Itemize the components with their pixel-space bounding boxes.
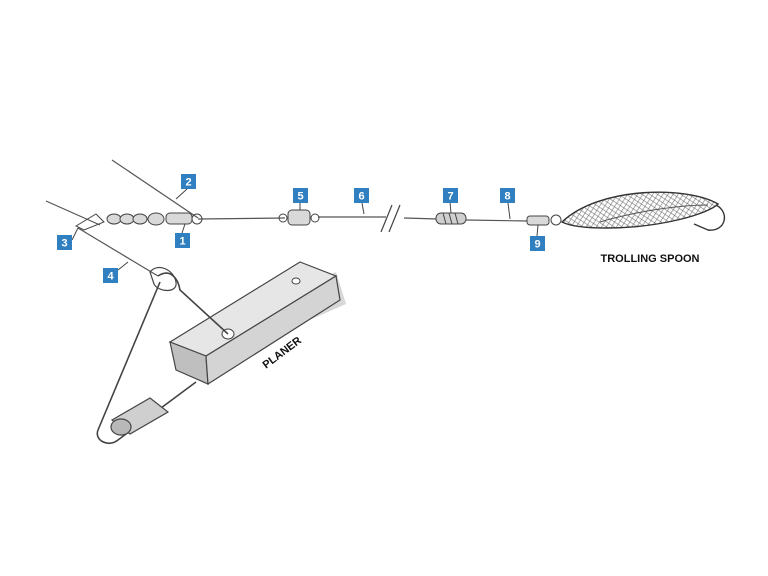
planer-weight [110, 397, 170, 436]
svg-text:3: 3 [61, 238, 67, 250]
crimp-sleeve [526, 214, 562, 226]
svg-text:5: 5 [297, 191, 303, 203]
svg-text:7: 7 [447, 191, 453, 203]
callout-5: 5 [293, 188, 308, 203]
callout-leaders [71, 188, 539, 271]
callout-3: 3 [57, 235, 72, 250]
callout-1: 1 [175, 233, 190, 248]
callout-7: 7 [443, 188, 458, 203]
upper-line [111, 159, 199, 219]
svg-text:8: 8 [504, 191, 510, 203]
svg-text:2: 2 [185, 177, 191, 189]
planer [96, 261, 346, 445]
hook-icon [693, 204, 726, 231]
svg-text:1: 1 [179, 236, 185, 248]
line-segment-c [403, 217, 439, 220]
callout-6: 6 [354, 188, 369, 203]
svg-text:6: 6 [358, 191, 364, 203]
snap-swivel-assembly [74, 212, 203, 231]
svg-text:4: 4 [107, 271, 114, 283]
planer-side-face [205, 275, 341, 386]
barrel-swivel [278, 209, 320, 226]
leader-line [465, 219, 529, 222]
line-knot [435, 212, 467, 225]
trolling-spoon-label: TROLLING SPOON [601, 253, 700, 265]
callout-badges: 1 2 3 4 5 6 7 8 9 [57, 174, 545, 283]
line-break-mark [380, 204, 401, 233]
callout-9: 9 [530, 236, 545, 251]
planer-hole [291, 277, 301, 285]
main-line [45, 159, 529, 277]
svg-text:9: 9 [534, 239, 540, 251]
callout-4: 4 [103, 268, 118, 283]
callout-8: 8 [500, 188, 515, 203]
line-segment-a [197, 217, 286, 220]
left-line [45, 200, 101, 226]
planer-attachment-ring [149, 267, 177, 292]
trolling-spoon [560, 191, 726, 231]
planer-leader-line [77, 227, 159, 277]
callout-2: 2 [181, 174, 196, 189]
